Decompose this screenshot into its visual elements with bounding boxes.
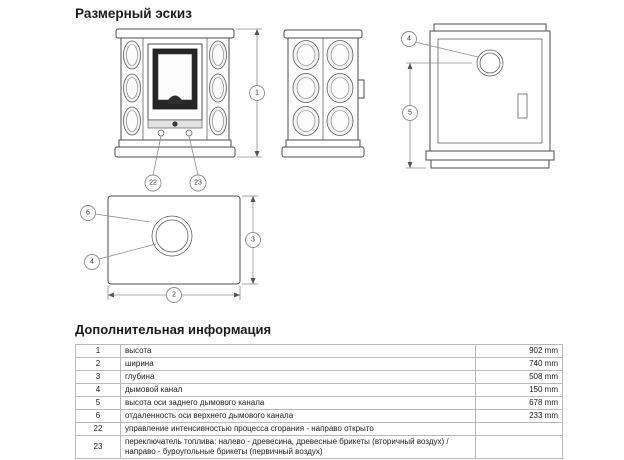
door-latch <box>357 79 365 99</box>
top-view <box>107 195 241 285</box>
svg-text:3: 3 <box>251 237 255 244</box>
row-value <box>475 435 563 459</box>
svg-text:5: 5 <box>408 110 412 117</box>
back-view <box>425 23 555 169</box>
row-desc: отдаленность оси верхнего дымового канал… <box>120 409 476 423</box>
table-row: 1 высота 902 mm <box>75 344 563 358</box>
dimension-width-2: 2 <box>107 286 241 303</box>
table-row: 23 переключатель топлива: налево - древе… <box>75 435 563 459</box>
row-desc: управление интенсивностью процесса сгора… <box>120 422 476 436</box>
svg-text:23: 23 <box>194 180 202 187</box>
row-num: 6 <box>75 409 121 423</box>
dimensional-sketch: 1 22 23 <box>80 23 555 303</box>
row-value: 740 mm <box>475 357 563 371</box>
row-value: 150 mm <box>475 383 563 397</box>
callout-4-back: 4 <box>401 31 479 58</box>
flue-opening <box>476 49 504 77</box>
row-num: 4 <box>75 383 121 397</box>
door-emblem <box>168 95 182 104</box>
dimension-depth-3: 3 <box>242 195 261 285</box>
table-row: 5 высота оси заднего дымового канала 678… <box>75 396 563 410</box>
row-value: 902 mm <box>475 344 563 358</box>
table-row: 22 управление интенсивностью процесса сг… <box>75 422 563 436</box>
front-view <box>114 28 236 158</box>
table-row: 6 отдаленность оси верхнего дымового кан… <box>75 409 563 423</box>
row-value: 508 mm <box>475 370 563 384</box>
callout-6: 6 <box>80 205 151 223</box>
svg-text:6: 6 <box>86 210 90 217</box>
row-num: 2 <box>75 357 121 371</box>
callout-4-top: 4 <box>84 243 157 270</box>
callout-1: 1 <box>255 90 259 97</box>
dimension-height-1: 1 <box>236 28 265 158</box>
row-value <box>475 422 563 436</box>
table-row: 4 дымовой канал 150 mm <box>75 383 563 397</box>
row-desc: переключатель топлива: налево - древесин… <box>120 435 476 459</box>
row-value: 233 mm <box>475 409 563 423</box>
row-num: 1 <box>75 344 121 358</box>
row-value: 678 mm <box>475 396 563 410</box>
svg-text:4: 4 <box>407 36 411 43</box>
callout-23: 23 <box>188 135 207 192</box>
junction-box <box>517 93 528 119</box>
row-desc: высота <box>120 344 476 358</box>
side-view <box>281 29 365 158</box>
table-row: 3 глубина 508 mm <box>75 370 563 384</box>
row-num: 3 <box>75 370 121 384</box>
svg-text:4: 4 <box>90 259 94 266</box>
dimension-flue-axis-5: 5 <box>402 62 472 169</box>
dimensions-table: 1 высота 902 mm 2 ширина 740 mm 3 глубин… <box>75 344 563 459</box>
row-num: 23 <box>75 435 121 459</box>
row-desc: глубина <box>120 370 476 384</box>
row-num: 22 <box>75 422 121 436</box>
svg-text:2: 2 <box>172 292 176 299</box>
info-title: Дополнительная информация <box>75 322 272 337</box>
row-desc: высота оси заднего дымового канала <box>120 396 476 410</box>
row-desc: дымовой канал <box>120 383 476 397</box>
top-flue-opening <box>151 215 193 257</box>
row-desc: ширина <box>120 357 476 371</box>
svg-text:22: 22 <box>149 180 157 187</box>
page-title: Размерный эскиз <box>75 6 192 21</box>
table-row: 2 ширина 740 mm <box>75 357 563 371</box>
additional-info-section: Дополнительная информация 1 высота 902 m… <box>75 322 563 459</box>
callout-22: 22 <box>144 135 162 192</box>
row-num: 5 <box>75 396 121 410</box>
